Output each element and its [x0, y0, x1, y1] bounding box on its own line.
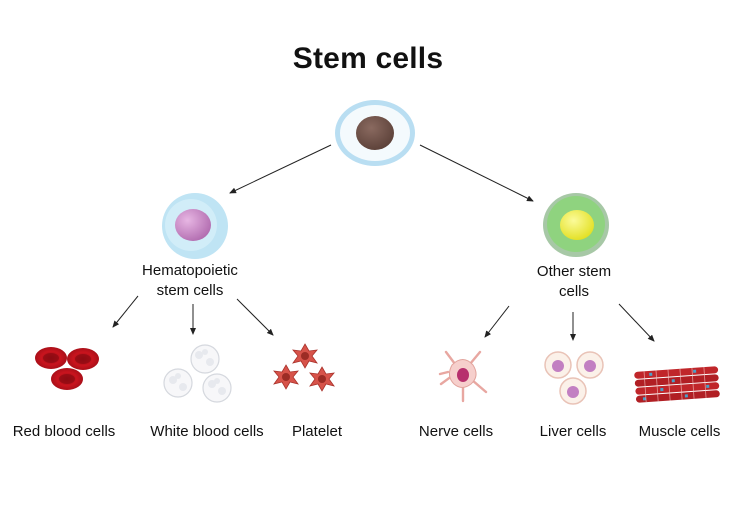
white-blood-cells-icon [163, 344, 232, 403]
hematopoietic-label-line2: stem cells [156, 282, 224, 299]
liver-cells-label: Liver cells [539, 423, 607, 440]
red-blood-cells-label: Red blood cells [12, 423, 116, 440]
hematopoietic-label-line1: Hematopoietic [142, 262, 238, 279]
arrow-to-nerve-cells [484, 305, 510, 338]
root-stem-cell-icon [335, 100, 415, 166]
other-stem-label-line2: cells [558, 283, 589, 300]
hematopoietic-stem-cell-icon [162, 193, 228, 259]
other-stem-label-line1: Other stem [536, 263, 612, 280]
platelet-label: Platelet [291, 423, 343, 440]
muscle-cells-icon [634, 366, 720, 403]
white-blood-cells-label: White blood cells [150, 423, 264, 440]
liver-cells-icon [544, 351, 604, 405]
nerve-cell-icon [438, 350, 488, 403]
red-blood-cells-icon [35, 347, 99, 390]
platelet-icon [273, 343, 335, 392]
hematopoietic-label: Hematopoietic stem cells [115, 261, 265, 301]
arrow-root-to-other [419, 144, 534, 202]
arrow-to-red-blood-cells [112, 295, 139, 328]
nerve-cells-label: Nerve cells [418, 423, 494, 440]
muscle-cells-label: Muscle cells [638, 423, 721, 440]
page-title: Stem cells [292, 42, 444, 75]
other-stem-label: Other stem cells [499, 262, 649, 302]
arrow-root-to-hematopoietic [229, 144, 332, 194]
arrow-to-platelet [236, 298, 274, 336]
other-stem-cell-icon [543, 193, 609, 257]
arrow-to-muscle-cells [618, 303, 655, 342]
